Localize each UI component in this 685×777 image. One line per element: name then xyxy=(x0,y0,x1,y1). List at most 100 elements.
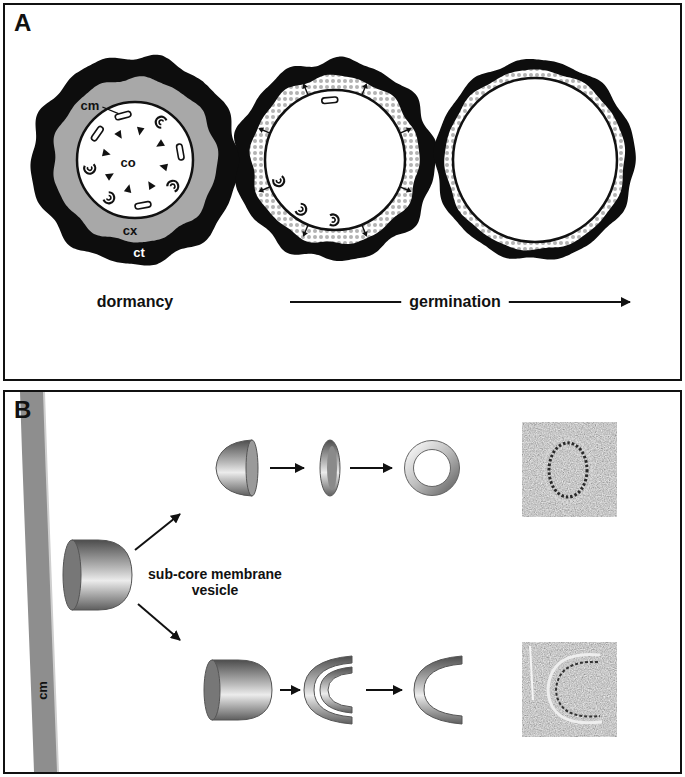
spore-coat xyxy=(234,57,437,262)
inward-arrowhead xyxy=(137,127,144,136)
membrane-fold xyxy=(103,191,116,205)
membrane-curl xyxy=(103,191,116,205)
stage-label: dormancy xyxy=(97,293,173,311)
vesicle-opening xyxy=(63,540,81,610)
spore-core xyxy=(453,78,617,242)
micrograph-membrane xyxy=(556,662,600,717)
membrane-ring-edge xyxy=(414,450,451,487)
spore-core xyxy=(265,90,405,230)
step-arrow xyxy=(135,514,180,550)
outward-arrow xyxy=(305,87,308,94)
membrane-ring xyxy=(409,445,455,491)
spore-coat xyxy=(30,55,242,266)
cup-opening xyxy=(204,660,220,720)
inward-arrowhead xyxy=(105,173,114,180)
single-crescent xyxy=(414,656,462,724)
membrane-curl xyxy=(298,207,303,213)
membrane-fold xyxy=(84,164,96,174)
membrane-curl xyxy=(154,115,167,129)
outward-arrow xyxy=(262,130,269,133)
micrograph xyxy=(522,422,617,517)
panel-frame: A xyxy=(3,3,682,381)
step-arrow xyxy=(280,689,300,691)
tilted-ring xyxy=(320,440,340,496)
outward-arrow xyxy=(305,226,308,233)
double-crescent xyxy=(320,667,352,713)
structure-label: sub-core membrane vesicle xyxy=(140,566,290,598)
micrograph xyxy=(522,642,617,737)
inward-arrowhead xyxy=(114,130,121,139)
membrane-fold xyxy=(135,201,152,209)
membrane-curl xyxy=(166,179,180,192)
part-label: ct xyxy=(133,246,145,261)
spore-coat xyxy=(433,59,635,260)
spore-cortex xyxy=(444,69,625,250)
membrane-band xyxy=(20,392,58,772)
outward-arrow xyxy=(401,187,408,190)
membrane-curl xyxy=(84,164,96,174)
panel-a-art xyxy=(30,55,635,302)
membrane-bar xyxy=(135,201,152,209)
outward-arrowhead xyxy=(406,187,412,193)
membrane-curl xyxy=(106,195,111,201)
outward-arrow xyxy=(362,87,365,94)
membrane-fold xyxy=(176,144,184,161)
micrograph-streak xyxy=(530,646,533,700)
membrane-bar xyxy=(176,144,184,161)
spore xyxy=(30,55,242,266)
part-label: cm xyxy=(36,681,51,700)
membrane-bar xyxy=(322,97,338,104)
outward-arrowhead xyxy=(362,83,368,89)
outward-arrowhead xyxy=(258,187,264,193)
membrane-band-edge xyxy=(44,392,58,772)
spore xyxy=(433,59,635,260)
membrane-fold xyxy=(272,176,285,188)
step-arrow xyxy=(350,467,392,469)
membrane-bar xyxy=(115,111,132,121)
panel-letter: B xyxy=(14,396,31,424)
outward-arrowhead xyxy=(258,127,264,133)
membrane-bar xyxy=(90,125,104,141)
outward-arrowhead xyxy=(406,127,412,133)
outward-arrow xyxy=(401,130,408,133)
panel-letter: A xyxy=(14,9,31,37)
tilted-ring-hole xyxy=(327,446,337,490)
stage-label: germination xyxy=(409,293,501,311)
membrane-curl xyxy=(332,218,336,223)
step-arrow xyxy=(366,689,402,691)
outward-arrowhead xyxy=(362,231,368,237)
membrane-fold xyxy=(322,97,338,104)
time-arrow xyxy=(509,301,630,303)
panel-b-art xyxy=(20,392,617,772)
inward-arrowhead xyxy=(102,149,111,156)
part-label: co xyxy=(120,156,135,171)
inward-arrowhead xyxy=(148,181,155,190)
micrograph-ring xyxy=(549,443,587,497)
membrane-fold xyxy=(330,214,339,225)
membrane-curl xyxy=(330,214,339,225)
inward-arrowhead xyxy=(159,164,168,171)
spore xyxy=(234,57,437,262)
membrane-curl xyxy=(158,119,163,125)
membrane-ring-edge xyxy=(405,441,460,496)
outward-arrow xyxy=(262,187,269,190)
membrane-fold xyxy=(166,179,180,192)
membrane-fold xyxy=(154,115,167,129)
outward-arrowhead xyxy=(302,231,308,237)
inward-arrowhead xyxy=(124,184,131,193)
leader-line xyxy=(102,107,118,114)
membrane-fold xyxy=(295,203,308,217)
membrane-fold xyxy=(90,125,104,141)
panel-frame: B xyxy=(3,390,682,774)
step-arrow xyxy=(270,467,304,469)
membrane-curl xyxy=(276,179,281,184)
spore-cortex xyxy=(250,75,420,244)
membrane-curl xyxy=(272,176,285,188)
part-label: cm xyxy=(81,99,100,114)
dome-rim xyxy=(246,440,258,496)
membrane-fold xyxy=(115,111,132,121)
double-crescent xyxy=(304,656,352,724)
